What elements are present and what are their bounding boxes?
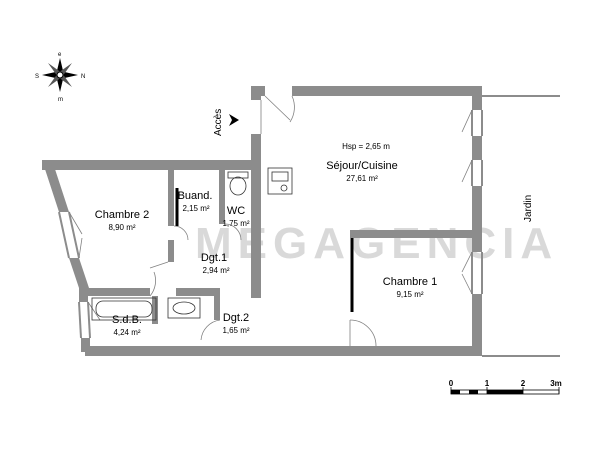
scale-tick-label: 0 xyxy=(449,379,454,388)
room-name-sdb: S.d.B. xyxy=(112,314,142,326)
room-name-dgt-1: Dgt.1 xyxy=(201,252,227,264)
scale-tick-label: 3m xyxy=(550,379,562,388)
kitchen-sink-icon xyxy=(267,167,293,195)
compass-m-label: m xyxy=(58,97,63,103)
room-area-wc: 1,75 m² xyxy=(222,219,249,228)
walls xyxy=(42,86,482,356)
scale-tick-label: 2 xyxy=(521,379,526,388)
compass-n-label: N xyxy=(81,74,85,80)
garden-label: Jardin xyxy=(523,195,534,222)
compass-e-label: e xyxy=(58,52,62,58)
scale-bar xyxy=(450,387,560,395)
room-area-sdb: 4,24 m² xyxy=(113,328,140,337)
entrance-arrow-icon xyxy=(229,114,239,126)
room-name-buanderie: Buand. xyxy=(178,190,213,202)
room-name-wc: WC xyxy=(227,205,245,217)
windows xyxy=(58,95,560,357)
compass-s-label: S xyxy=(35,74,39,80)
room-area-sejour: 27,61 m² xyxy=(346,174,378,183)
room-name-dgt-2: Dgt.2 xyxy=(223,312,249,324)
bathtub-icon xyxy=(91,297,157,321)
room-area-dgt-2: 1,65 m² xyxy=(222,326,249,335)
door-swings xyxy=(68,95,473,347)
room-area-chambre-1: 9,15 m² xyxy=(396,290,423,299)
room-area-chambre-2: 8,90 m² xyxy=(108,223,135,232)
compass-rose-icon xyxy=(42,58,78,92)
room-area-buanderie: 2,15 m² xyxy=(182,204,209,213)
entrance-label: Accès xyxy=(213,109,224,136)
scale-tick-label: 1 xyxy=(485,379,490,388)
room-name-sejour: Séjour/Cuisine xyxy=(326,160,398,172)
ceiling-height-label: Hsp = 2,65 m xyxy=(342,142,390,151)
washbasin-icon xyxy=(167,297,201,319)
room-name-chambre-1: Chambre 1 xyxy=(383,276,437,288)
room-area-dgt-1: 2,94 m² xyxy=(202,266,229,275)
toilet-icon xyxy=(227,171,249,196)
room-name-chambre-2: Chambre 2 xyxy=(95,209,149,221)
